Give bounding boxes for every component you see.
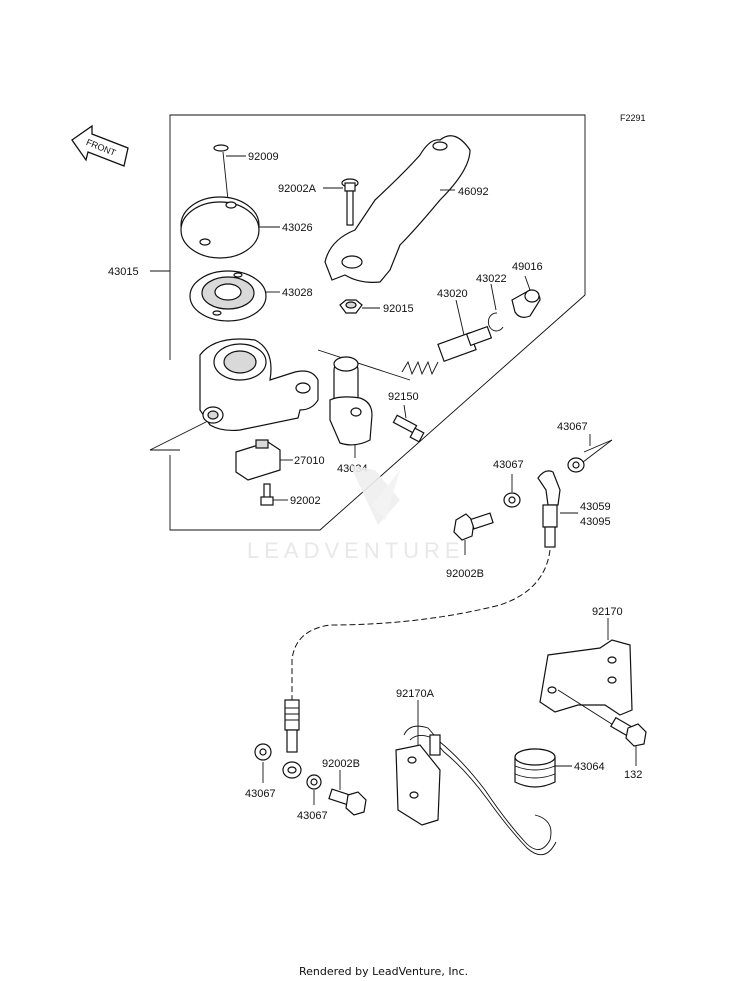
pivot-bolt-92002A-icon bbox=[341, 178, 359, 226]
watermark: LEADVENTURE bbox=[247, 538, 465, 563]
label-43067-d: 43067 bbox=[297, 810, 328, 822]
label-92002: 92002 bbox=[290, 495, 321, 507]
boot-49016-icon bbox=[511, 289, 541, 318]
reservoir-cap-43026-icon bbox=[180, 196, 260, 259]
footer-credit: Rendered by LeadVenture, Inc. bbox=[299, 965, 468, 978]
label-46092: 46092 bbox=[458, 186, 489, 198]
circlip-43022-icon bbox=[487, 312, 504, 332]
banjo-bolt-92002B-b-icon bbox=[328, 788, 367, 816]
assembly-outline-notch bbox=[149, 419, 211, 451]
label-132: 132 bbox=[624, 769, 642, 781]
banjo-bolt-92002B-a-icon bbox=[453, 512, 494, 541]
bolt-132-icon bbox=[610, 716, 647, 747]
label-43067-b: 43067 bbox=[493, 459, 524, 471]
label-43020: 43020 bbox=[437, 288, 468, 300]
label-43064: 43064 bbox=[574, 761, 605, 773]
label-43026: 43026 bbox=[282, 222, 313, 234]
washer-43067-a-icon bbox=[567, 457, 585, 473]
brake-hose-line bbox=[291, 549, 551, 700]
assembly-outline bbox=[169, 114, 586, 531]
label-92170: 92170 bbox=[592, 606, 623, 618]
label-92002A: 92002A bbox=[278, 183, 317, 195]
master-cylinder-body-icon bbox=[199, 338, 319, 432]
brake-lever-46092-icon bbox=[324, 135, 471, 283]
diaphragm-43028-icon bbox=[189, 270, 267, 322]
label-92170A: 92170A bbox=[396, 688, 435, 700]
label-43095: 43095 bbox=[580, 516, 611, 528]
hose-fitting-43059-icon bbox=[537, 470, 561, 548]
bracket-92170-icon bbox=[539, 639, 633, 716]
switch-27010-icon bbox=[235, 439, 281, 481]
label-92002B-a: 92002B bbox=[446, 568, 484, 580]
label-43059: 43059 bbox=[580, 501, 611, 513]
washer-43067-c-icon bbox=[254, 743, 272, 761]
washer-43067-d-icon bbox=[306, 774, 322, 790]
hose-fitting-lower-icon bbox=[282, 699, 302, 779]
label-49016: 49016 bbox=[512, 261, 543, 273]
nut-92015-icon bbox=[339, 299, 363, 314]
clamp-43034-icon bbox=[329, 356, 373, 446]
label-92015: 92015 bbox=[383, 303, 414, 315]
label-43067-c: 43067 bbox=[245, 788, 276, 800]
label-43022: 43022 bbox=[476, 273, 507, 285]
label-92002B-b: 92002B bbox=[322, 758, 360, 770]
label-92150: 92150 bbox=[388, 391, 419, 403]
label-27010: 27010 bbox=[294, 455, 325, 467]
washer-43067-b-icon bbox=[503, 492, 521, 508]
bracket-92170A-icon bbox=[395, 725, 557, 856]
label-43015: 43015 bbox=[108, 266, 139, 278]
label-43067-a: 43067 bbox=[557, 421, 588, 433]
label-43028: 43028 bbox=[282, 287, 313, 299]
bushing-43064-icon bbox=[514, 748, 556, 788]
watermark-logo-icon bbox=[350, 465, 400, 525]
piston-43020-icon bbox=[401, 325, 493, 376]
bolt-92150-icon bbox=[392, 414, 425, 443]
front-arrow-icon: FRONT bbox=[71, 124, 129, 167]
label-92009: 92009 bbox=[248, 151, 279, 163]
figure-code: F2291 bbox=[620, 113, 646, 123]
screw-92009-icon bbox=[213, 144, 229, 201]
screw-92002-icon bbox=[260, 483, 274, 506]
